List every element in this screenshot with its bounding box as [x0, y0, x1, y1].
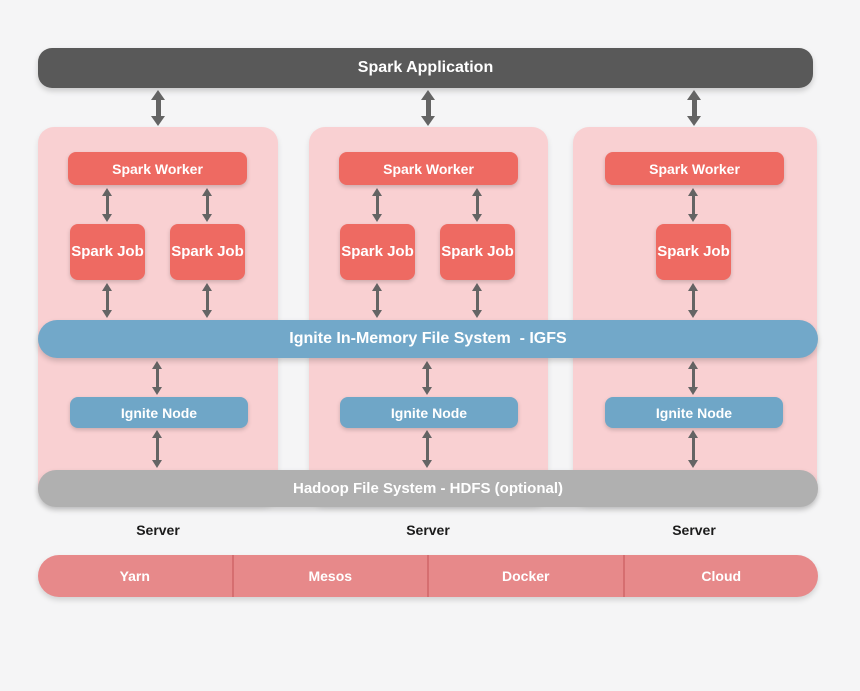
double-arrow-icon: [152, 361, 162, 395]
server-caption-2: Server: [406, 522, 450, 538]
spark-worker-label: Spark Worker: [383, 160, 474, 177]
spark-job-box: Spark Job: [340, 224, 415, 280]
spark-worker-box: Spark Worker: [339, 152, 518, 185]
double-arrow-icon: [372, 283, 382, 318]
double-arrow-icon: [372, 188, 382, 222]
double-arrow-icon: [421, 90, 435, 126]
spark-job-label: Spark Job: [171, 242, 244, 260]
deployment-segment-docker: Docker: [427, 555, 623, 597]
igfs-bar: Ignite In-Memory File System - IGFS: [38, 320, 818, 358]
deployment-segment-yarn: Yarn: [119, 568, 150, 584]
spark-job-box: Spark Job: [656, 224, 731, 280]
ignite-node-label: Ignite Node: [120, 404, 198, 421]
spark-application-bar: Spark Application: [38, 48, 813, 88]
double-arrow-icon: [688, 430, 698, 468]
spark-job-label: Spark Job: [71, 242, 144, 260]
double-arrow-icon: [472, 188, 482, 222]
spark-worker-box: Spark Worker: [68, 152, 247, 185]
double-arrow-icon: [472, 283, 482, 318]
server-caption-3: Server: [672, 522, 716, 538]
deployment-segment-cloud: Cloud: [622, 555, 819, 597]
spark-worker-label: Spark Worker: [649, 160, 740, 177]
deployment-bar: Yarn Mesos Docker Cloud: [38, 555, 818, 597]
double-arrow-icon: [422, 361, 432, 395]
ignite-node-label: Ignite Node: [390, 404, 468, 421]
double-arrow-icon: [687, 90, 701, 126]
server-panel-2: [309, 127, 548, 505]
deployment-segment-mesos: Mesos: [231, 555, 428, 597]
double-arrow-icon: [102, 283, 112, 318]
double-arrow-icon: [202, 188, 212, 222]
ignite-node-box: Ignite Node: [340, 397, 518, 428]
spark-worker-box: Spark Worker: [605, 152, 784, 185]
double-arrow-icon: [688, 283, 698, 318]
spark-job-box: Spark Job: [440, 224, 515, 280]
server-caption-1: Server: [136, 522, 180, 538]
spark-job-box: Spark Job: [170, 224, 245, 280]
spark-job-label: Spark Job: [657, 242, 730, 260]
double-arrow-icon: [422, 430, 432, 468]
spark-job-label: Spark Job: [341, 242, 414, 260]
double-arrow-icon: [152, 430, 162, 468]
spark-worker-label: Spark Worker: [112, 160, 203, 177]
double-arrow-icon: [202, 283, 212, 318]
double-arrow-icon: [151, 90, 165, 126]
spark-job-label: Spark Job: [441, 242, 514, 260]
igfs-label: Ignite In-Memory File System - IGFS: [289, 330, 567, 347]
double-arrow-icon: [688, 361, 698, 395]
ignite-node-box: Ignite Node: [70, 397, 248, 428]
spark-application-label: Spark Application: [357, 59, 494, 76]
double-arrow-icon: [102, 188, 112, 222]
ignite-node-box: Ignite Node: [605, 397, 783, 428]
spark-job-box: Spark Job: [70, 224, 145, 280]
hdfs-bar: Hadoop File System - HDFS (optional): [38, 470, 818, 507]
ignite-node-label: Ignite Node: [655, 404, 733, 421]
double-arrow-icon: [688, 188, 698, 222]
hdfs-label: Hadoop File System - HDFS (optional): [292, 480, 563, 497]
